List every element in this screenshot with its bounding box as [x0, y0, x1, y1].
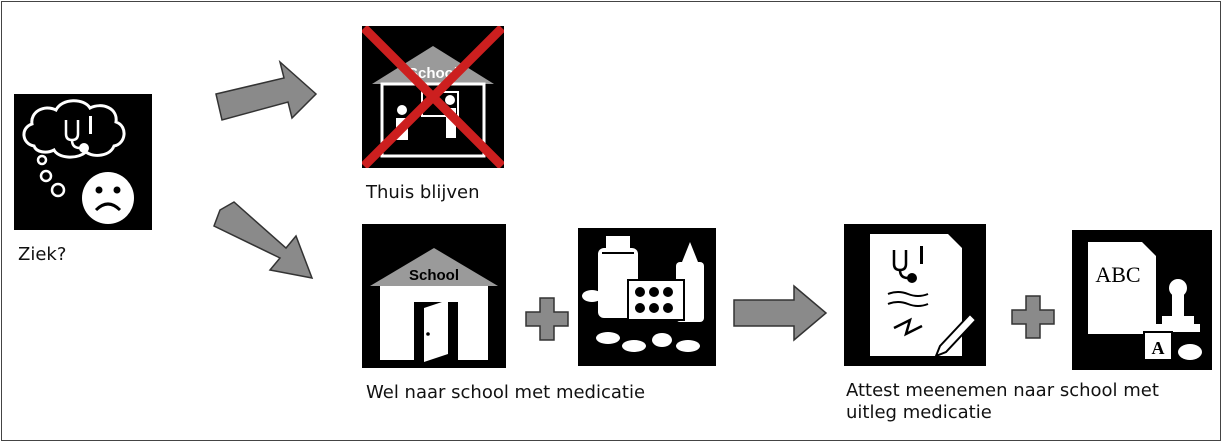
school-open-door-icon: School: [362, 224, 506, 368]
arrow-up-right-icon: [215, 59, 318, 121]
medication-icon: [578, 228, 716, 366]
school-sign-text: School: [408, 65, 458, 82]
abc-text: ABC: [1095, 262, 1140, 287]
school-document-stamp-icon: ABC A: [1072, 230, 1212, 370]
certificate-label-line2: uitleg medicatie: [846, 402, 992, 423]
arrow-down-right-icon: [213, 201, 314, 279]
school-sign-text-2: School: [409, 267, 459, 284]
school-crossed-icon: School: [362, 26, 504, 168]
sick-label: Ziek?: [18, 244, 67, 265]
medical-certificate-icon: [844, 224, 986, 366]
plus-icon: [525, 297, 569, 341]
arrow-right-icon: [733, 284, 828, 342]
school-with-meds-label: Wel naar school met medicatie: [366, 382, 646, 403]
certificate-label-line1: Attest meenemen naar school met: [846, 380, 1159, 401]
stay-home-label: Thuis blijven: [366, 182, 480, 203]
sick-thought-icon: [14, 94, 152, 230]
plus-icon-2: [1011, 295, 1055, 339]
stamp-letter-text: A: [1152, 338, 1165, 358]
